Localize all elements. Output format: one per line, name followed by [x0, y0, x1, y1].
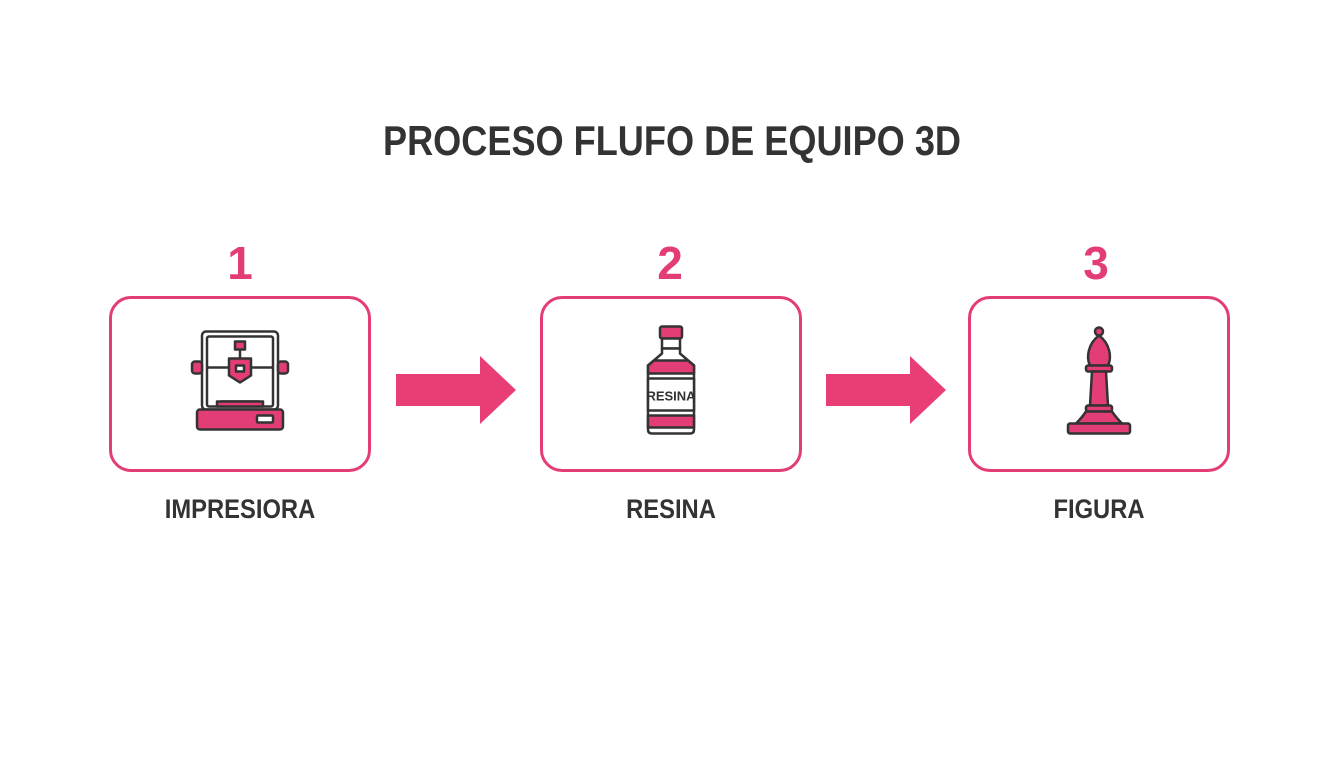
arrow-right-icon [826, 356, 948, 429]
step-3-box [968, 296, 1230, 472]
step-3-label: FIGURA [1053, 494, 1145, 524]
step-1-number: 1 [227, 237, 253, 289]
3d-printer-icon [185, 326, 295, 443]
step-1-label: IMPRESIORA [164, 494, 316, 524]
step-2-box: RESINA [540, 296, 802, 472]
chess-bishop-icon [1064, 326, 1134, 443]
step-1-box [109, 296, 371, 472]
step-2-label: RESINA [626, 494, 716, 524]
step-2-number: 2 [657, 237, 683, 289]
step-3-number: 3 [1083, 237, 1109, 289]
bottle-label-text: RESINA [646, 389, 696, 404]
resin-bottle-icon: RESINA [636, 324, 706, 445]
arrow-right-icon [396, 356, 518, 429]
diagram-title: PROCESO FLUFO DE EQUIPO 3D [382, 117, 962, 164]
